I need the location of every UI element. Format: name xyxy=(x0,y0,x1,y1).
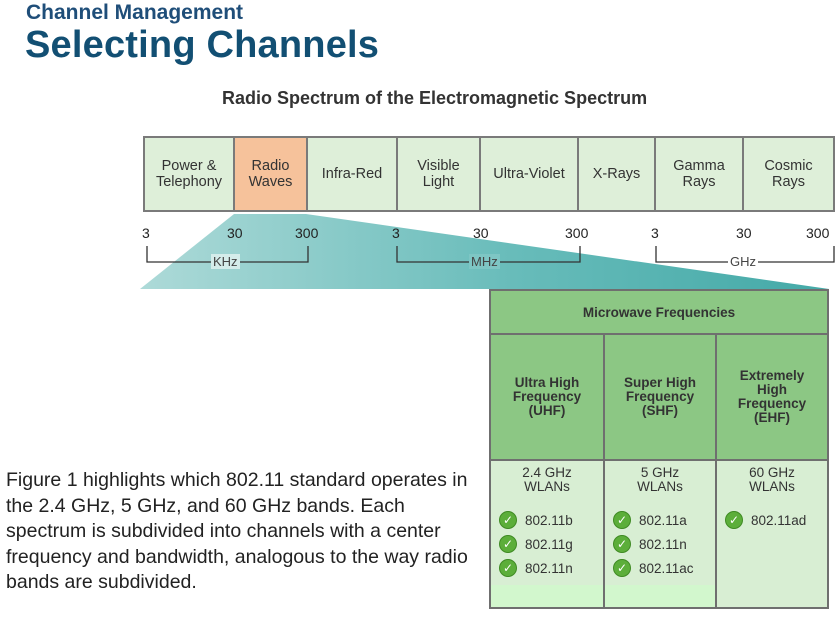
tick-label: 3 xyxy=(142,225,150,241)
ehf-column: Extremely High Frequency (EHF) 60 GHz WL… xyxy=(715,335,827,607)
heading-line: (UHF) xyxy=(528,403,566,418)
tick-label: 300 xyxy=(565,225,589,241)
heading-line: Frequency xyxy=(737,396,807,411)
heading-line: (SHF) xyxy=(641,403,678,418)
check-circle-icon: ✓ xyxy=(613,511,631,529)
tick-label: 30 xyxy=(473,225,489,241)
projection-wedge xyxy=(140,214,829,289)
column-footer xyxy=(605,585,715,607)
standard-label: 802.11g xyxy=(525,536,573,552)
heading-line: (EHF) xyxy=(754,410,790,425)
shf-heading: Super High Frequency (SHF) xyxy=(605,335,715,461)
band-power-telephony: Power & Telephony xyxy=(143,136,235,212)
ehf-body: 60 GHz WLANs ✓ 802.11ad xyxy=(717,461,827,607)
band-radio-waves: Radio Waves xyxy=(233,136,308,212)
band-ultra-violet: Ultra-Violet xyxy=(479,136,579,212)
tick-label: 300 xyxy=(295,225,319,241)
band-visible-light: Visible Light xyxy=(396,136,481,212)
tick-label: 30 xyxy=(736,225,752,241)
standard-label: 802.11a xyxy=(639,512,687,528)
wlan-frequency: 2.4 GHz xyxy=(522,465,572,480)
tick-label: 300 xyxy=(806,225,830,241)
band-infra-red: Infra-Red xyxy=(306,136,398,212)
unit-label-ghz: GHz xyxy=(728,254,758,269)
wlan-text: WLANs xyxy=(524,479,570,494)
standard-label: 802.11ad xyxy=(751,512,807,528)
wlan-text: WLANs xyxy=(749,479,795,494)
check-circle-icon: ✓ xyxy=(613,559,631,577)
heading-line: Super High xyxy=(623,375,696,390)
figure-caption: Figure 1 highlights which 802.11 standar… xyxy=(6,469,468,593)
standard-label: 802.11b xyxy=(525,512,573,528)
check-circle-icon: ✓ xyxy=(725,511,743,529)
diagram-title: Radio Spectrum of the Electromagnetic Sp… xyxy=(222,88,648,108)
band-gamma-rays: Gamma Rays xyxy=(654,136,744,212)
band-cosmic-rays: Cosmic Rays xyxy=(742,136,835,212)
ehf-heading: Extremely High Frequency (EHF) xyxy=(717,335,827,461)
check-circle-icon: ✓ xyxy=(499,535,517,553)
column-footer xyxy=(491,585,603,607)
wlan-label: 2.4 GHz WLANs xyxy=(491,461,603,508)
wlan-label: 5 GHz WLANs xyxy=(605,461,715,508)
page-title: Selecting Channels xyxy=(25,24,380,66)
tick-label: 3 xyxy=(392,225,400,241)
check-circle-icon: ✓ xyxy=(613,535,631,553)
standard-item: ✓ 802.11g xyxy=(491,532,603,556)
standard-item: ✓ 802.11ad xyxy=(717,508,827,532)
wlan-frequency: 60 GHz xyxy=(749,465,795,480)
heading-line: Ultra High xyxy=(514,375,580,390)
standard-label: 802.11ac xyxy=(639,560,694,576)
spectrum-bar: Power & Telephony Radio Waves Infra-Red … xyxy=(143,136,839,216)
standard-item: ✓ 802.11n xyxy=(491,556,603,580)
heading-line: High xyxy=(757,382,787,397)
microwave-frequencies-table: Microwave Frequencies Ultra High Frequen… xyxy=(489,289,829,609)
heading-line: Extremely xyxy=(739,368,805,383)
tick-label: 30 xyxy=(227,225,243,241)
standard-item: ✓ 802.11n xyxy=(605,532,715,556)
wlan-text: WLANs xyxy=(637,479,683,494)
wlan-frequency: 5 GHz xyxy=(640,465,680,480)
tick-label: 3 xyxy=(651,225,659,241)
section-subtitle: Channel Management xyxy=(26,1,244,24)
check-circle-icon: ✓ xyxy=(499,511,517,529)
unit-label-mhz: MHz xyxy=(469,254,500,269)
heading-line: Frequency xyxy=(625,389,695,404)
microwave-table-header: Microwave Frequencies xyxy=(491,291,827,335)
uhf-heading: Ultra High Frequency (UHF) xyxy=(491,335,603,461)
check-circle-icon: ✓ xyxy=(499,559,517,577)
heading-line: Frequency xyxy=(512,389,582,404)
shf-column: Super High Frequency (SHF) 5 GHz WLANs ✓… xyxy=(603,335,715,607)
standard-label: 802.11n xyxy=(639,536,687,552)
unit-label-khz: KHz xyxy=(211,254,240,269)
shf-body: 5 GHz WLANs ✓ 802.11a ✓ 802.11n ✓ 802.11ac xyxy=(605,461,715,607)
uhf-column: Ultra High Frequency (UHF) 2.4 GHz WLANs… xyxy=(491,335,603,607)
standard-label: 802.11n xyxy=(525,560,573,576)
wlan-label: 60 GHz WLANs xyxy=(717,461,827,508)
band-x-rays: X-Rays xyxy=(577,136,656,212)
standard-item: ✓ 802.11b xyxy=(491,508,603,532)
standard-item: ✓ 802.11a xyxy=(605,508,715,532)
uhf-body: 2.4 GHz WLANs ✓ 802.11b ✓ 802.11g ✓ 802.11n xyxy=(491,461,603,607)
standard-item: ✓ 802.11ac xyxy=(605,556,715,580)
